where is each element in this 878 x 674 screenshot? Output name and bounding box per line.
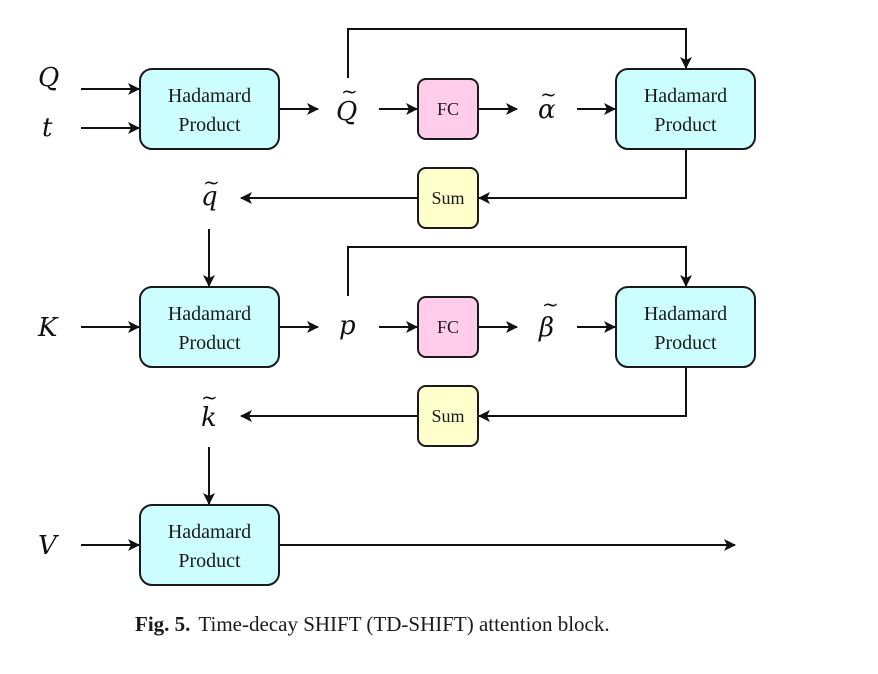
hadamard-box-3: Hadamard Product [139,286,280,368]
input-V-label: V [38,531,59,561]
fc-box-1: FC [417,78,479,140]
figure-caption: Fig. 5. Time-decay SHIFT (TD-SHIFT) atten… [135,612,610,637]
svg-text:~: ~ [203,170,220,194]
hadamard-box-1-line1: Hadamard [168,85,251,107]
hadamard-box-4-line2: Product [654,332,717,354]
sum-box-2-label: Sum [431,406,464,426]
sum-box-2: Sum [417,385,479,447]
hadamard-box-4-line1: Hadamard [644,303,727,325]
var-beta-tilde: β ~ [538,292,559,343]
skip-arrow-p-to-hadamard4 [347,246,692,296]
svg-text:~: ~ [540,82,557,106]
hadamard-box-3-line1: Hadamard [168,303,251,325]
skip-arrow-Qtilde-to-hadamard2 [347,28,692,78]
input-t-label: t [42,113,53,143]
var-p: p [339,311,356,341]
sum-box-1: Sum [417,167,479,229]
input-K-label: K [37,313,59,343]
hadamard-box-5: Hadamard Product [139,504,280,586]
svg-text:q: q [201,182,218,212]
hadamard-box-2: Hadamard Product [615,68,756,150]
svg-text:~: ~ [201,385,218,409]
svg-text:α: α [538,95,556,125]
hadamard-box-5-line2: Product [178,550,241,572]
hadamard-box-2-line1: Hadamard [644,85,727,107]
svg-text:~: ~ [542,292,559,316]
hadamard-box-4: Hadamard Product [615,286,756,368]
sum-box-1-label: Sum [431,188,464,208]
svg-text:β: β [538,313,554,343]
hadamard-box-5-line1: Hadamard [168,521,251,543]
fc-box-2: FC [417,296,479,358]
var-alpha-tilde: α ~ [538,82,557,125]
hadamard-box-2-line2: Product [654,114,717,136]
fc-box-2-label: FC [437,317,459,337]
svg-text:k: k [201,403,217,433]
var-q-tilde: q ~ [201,170,220,212]
fc-box-1-label: FC [437,99,459,119]
figure-caption-label: Fig. 5. [135,612,191,636]
arrow-hadamard2-to-sum1 [478,150,687,204]
hadamard-box-1-line2: Product [178,114,241,136]
svg-text:~: ~ [341,79,358,103]
var-k-tilde: k ~ [201,385,218,433]
var-Q-tilde: Q ~ [336,79,358,127]
hadamard-box-1: Hadamard Product [139,68,280,150]
hadamard-box-3-line2: Product [178,332,241,354]
input-Q-label: Q [38,63,59,93]
figure-caption-text: Time-decay SHIFT (TD-SHIFT) attention bl… [198,612,610,636]
arrow-hadamard4-to-sum2 [478,368,687,422]
svg-text:Q: Q [336,97,357,127]
